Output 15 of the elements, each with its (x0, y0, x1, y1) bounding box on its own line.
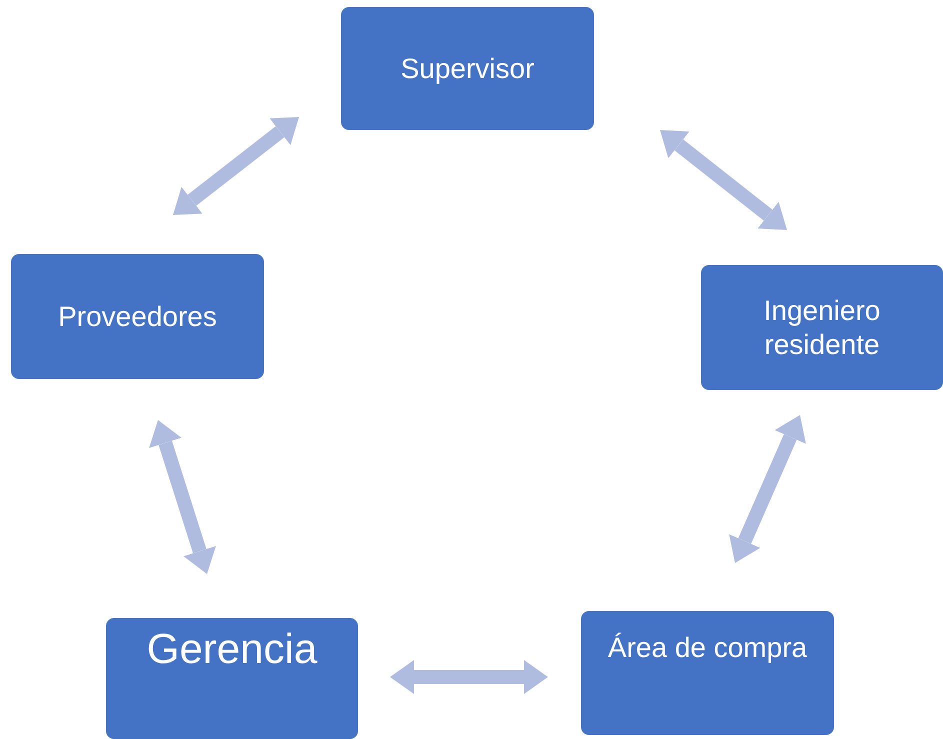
double-arrow (729, 415, 806, 563)
box-label: Gerencia (146, 624, 318, 674)
box-label: Proveedores (58, 300, 217, 334)
box-label: Supervisor (400, 52, 534, 86)
process-box (11, 254, 264, 379)
box-label: Ingeniero residente (762, 294, 882, 362)
process-box (341, 7, 594, 130)
box-label: Área de compra (608, 631, 808, 665)
process-box (701, 265, 943, 390)
process-box (581, 611, 834, 735)
double-arrow (173, 117, 299, 215)
double-arrow (149, 420, 216, 574)
double-arrow (390, 660, 548, 694)
double-arrow (660, 130, 787, 230)
process-box (106, 618, 358, 739)
